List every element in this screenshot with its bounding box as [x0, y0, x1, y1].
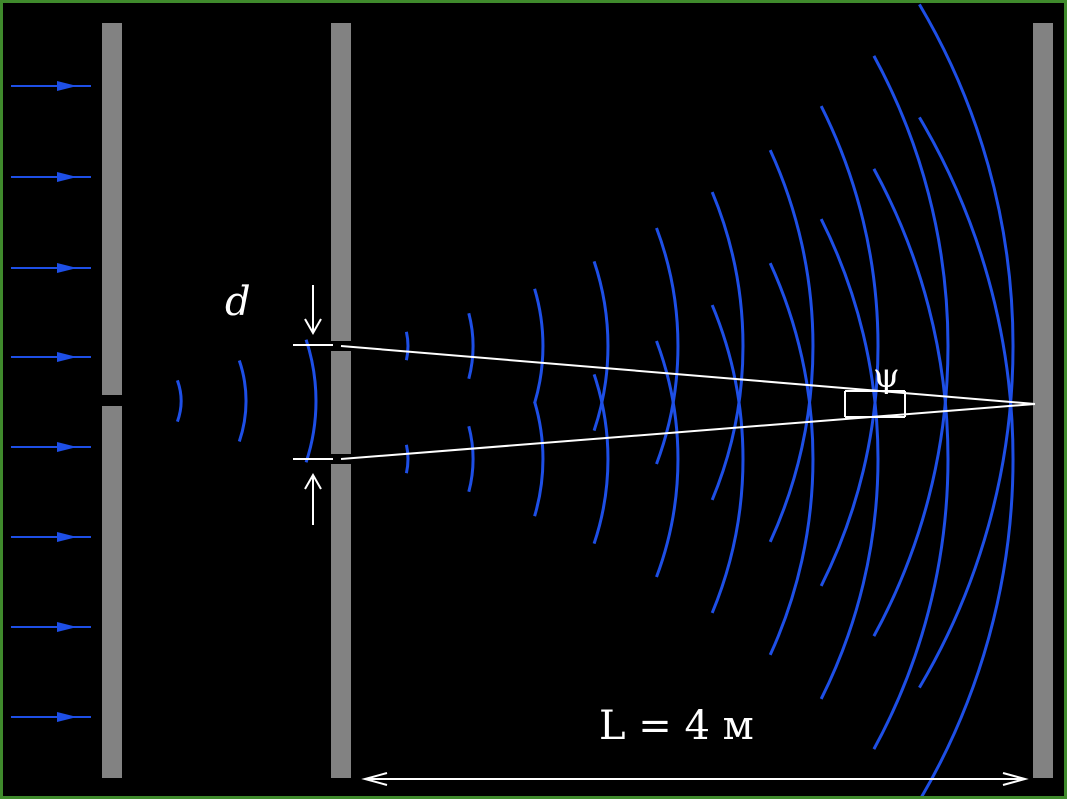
distance-arrow-right	[1002, 772, 1029, 786]
ray-upper	[340, 345, 1036, 405]
incoming-arrow	[11, 81, 91, 91]
upper-slit-wavefront	[768, 149, 815, 543]
screen	[1033, 23, 1053, 778]
upper-slit-wavefront	[533, 288, 545, 404]
second-barrier-middle	[331, 351, 351, 454]
incoming-wave-arrows	[11, 81, 91, 722]
upper-slit-wavefront	[655, 227, 680, 465]
distance-label: L = 4 м	[599, 703, 754, 749]
single-slit-wavefront	[175, 379, 183, 423]
d-arrowhead-up	[304, 472, 322, 490]
incoming-arrow	[11, 263, 91, 273]
first-barrier-upper	[102, 23, 122, 395]
incoming-arrow	[11, 352, 91, 362]
upper-slit-wavefront	[467, 312, 475, 380]
incoming-arrow	[11, 442, 91, 452]
upper-slit-wavefront	[710, 191, 745, 501]
upper-slit-wavefront	[872, 55, 950, 637]
lower-slit-wavefront	[768, 262, 815, 656]
upper-slit-wavefront	[819, 105, 880, 587]
incoming-arrow	[11, 172, 91, 182]
upper-slit-wavefront	[404, 331, 410, 361]
barriers	[102, 23, 1053, 778]
single-slit-wavefront	[304, 339, 318, 463]
lower-slit-wavefront	[872, 168, 950, 750]
lower-slit-wavefront	[592, 373, 610, 545]
lower-slit-wavefront	[710, 304, 745, 614]
angle-label: ψ	[873, 356, 900, 396]
incoming-arrow	[11, 622, 91, 632]
lower-slit-wavefront	[404, 444, 410, 474]
second-barrier-upper	[331, 23, 351, 341]
single-slit-wavefront	[237, 360, 248, 442]
lower-slit-wavefront	[655, 340, 680, 578]
lower-slit-wavefront	[533, 401, 545, 517]
ray-lower	[340, 403, 1036, 460]
lower-slit-wavefront	[819, 218, 880, 700]
lower-slit-wavefront	[918, 116, 1015, 796]
d-arrowhead-down	[304, 318, 322, 336]
second-barrier-lower	[331, 464, 351, 778]
wavefronts	[175, 3, 1015, 796]
distance-arrow-left	[361, 772, 388, 786]
slit-separation-label: d	[225, 279, 251, 325]
incoming-arrow	[11, 532, 91, 542]
incoming-arrow	[11, 712, 91, 722]
first-barrier-lower	[102, 406, 122, 778]
upper-slit-wavefront	[592, 260, 610, 432]
lower-slit-wavefront	[467, 425, 475, 493]
construction-lines	[293, 285, 1036, 786]
double-slit-diagram: d ψ L = 4 м	[11, 3, 1053, 796]
upper-slit-wavefront	[918, 3, 1015, 689]
